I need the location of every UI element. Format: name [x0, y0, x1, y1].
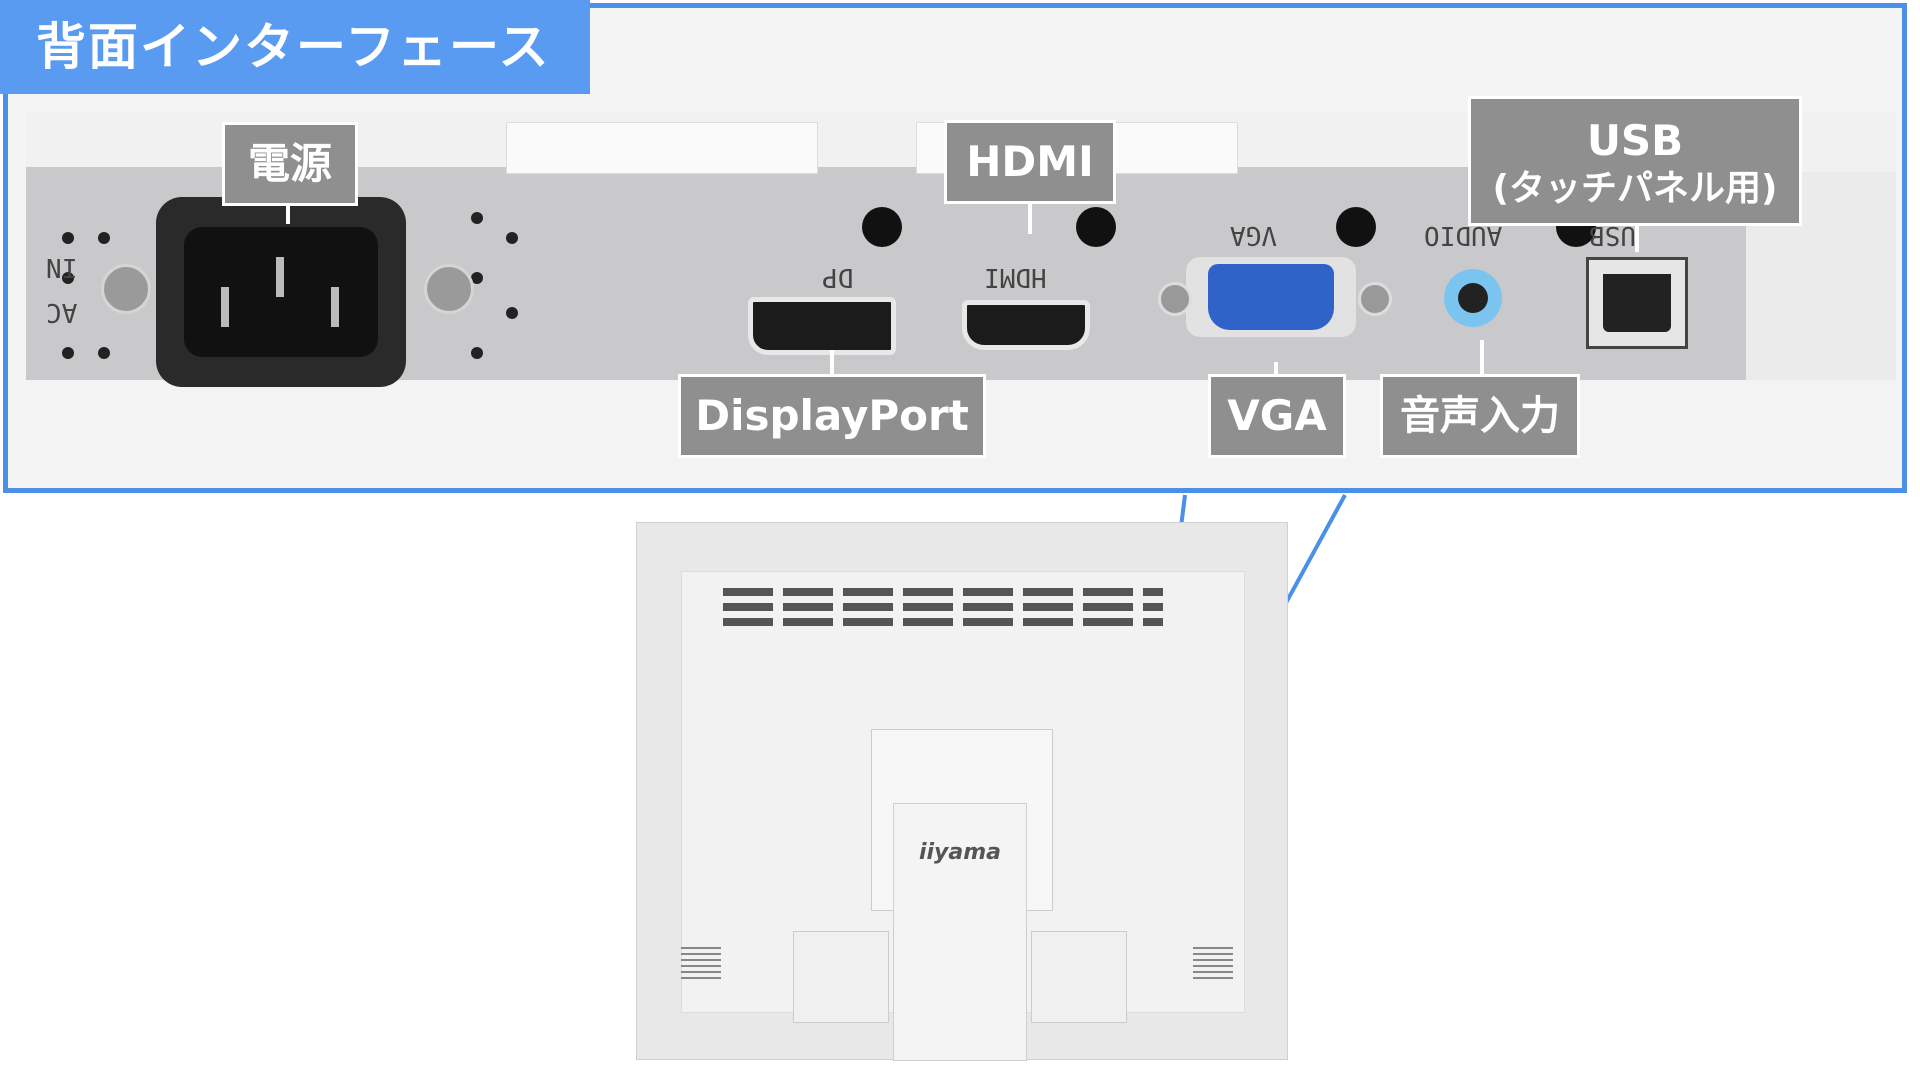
- page-title: 背面インターフェース: [0, 0, 590, 94]
- label-usb: USB (タッチパネル用): [1468, 96, 1802, 226]
- label-hdmi: HDMI: [944, 120, 1116, 204]
- hdmi-connector: [962, 300, 1090, 350]
- top-vent: [723, 588, 1163, 596]
- audio-jack-hole: [1458, 283, 1488, 313]
- audio-jack: [1444, 269, 1502, 327]
- label-usb-line1: USB: [1586, 116, 1684, 165]
- screw: [424, 264, 474, 314]
- speaker-grille: [681, 943, 721, 979]
- leader-line-usb: [1635, 222, 1639, 252]
- power-pin: [221, 287, 229, 327]
- label-vga: VGA: [1208, 374, 1346, 458]
- leader-line-displayport: [830, 350, 834, 376]
- leader-line-hdmi: [1028, 194, 1032, 234]
- label-audio-in: 音声入力: [1380, 374, 1580, 458]
- speaker-grille: [1193, 943, 1233, 979]
- vga-connector: [1208, 264, 1334, 330]
- vent-hole: [471, 347, 483, 359]
- label-usb-line2: (タッチパネル用): [1492, 168, 1778, 209]
- label-power: 電源: [222, 122, 358, 206]
- panel-hole: [1336, 207, 1376, 247]
- leader-line-audio: [1480, 340, 1484, 380]
- power-pin: [276, 257, 284, 297]
- vent-hole: [62, 232, 74, 244]
- leader-line-power: [286, 196, 290, 224]
- panel-hole: [862, 207, 902, 247]
- monitor-rear: iiyama: [636, 522, 1288, 1061]
- port-cover-right: [1031, 931, 1127, 1023]
- vent-hole: [506, 232, 518, 244]
- vent-hole: [471, 212, 483, 224]
- vga-screw: [1158, 282, 1192, 316]
- label-displayport: DisplayPort: [678, 374, 986, 458]
- power-pin: [331, 287, 339, 327]
- screw: [101, 264, 151, 314]
- casing-tab: [506, 122, 818, 174]
- vent-hole: [471, 272, 483, 284]
- brand-logo: iiyama: [918, 840, 1002, 865]
- vent-hole: [506, 307, 518, 319]
- vent-hole: [98, 347, 110, 359]
- displayport-connector: [748, 297, 896, 355]
- usb-b-connector: [1586, 257, 1688, 349]
- port-cover-left: [793, 931, 889, 1023]
- panel-hole: [1076, 207, 1116, 247]
- top-vent: [723, 603, 1163, 611]
- power-socket: [156, 197, 406, 387]
- vent-hole: [62, 347, 74, 359]
- vga-screw: [1358, 282, 1392, 316]
- stand: iiyama: [893, 803, 1027, 1061]
- top-vent: [723, 618, 1163, 626]
- vent-hole: [62, 272, 74, 284]
- leader-line-vga: [1274, 362, 1278, 382]
- usb-b-socket: [1603, 274, 1671, 332]
- vent-hole: [98, 232, 110, 244]
